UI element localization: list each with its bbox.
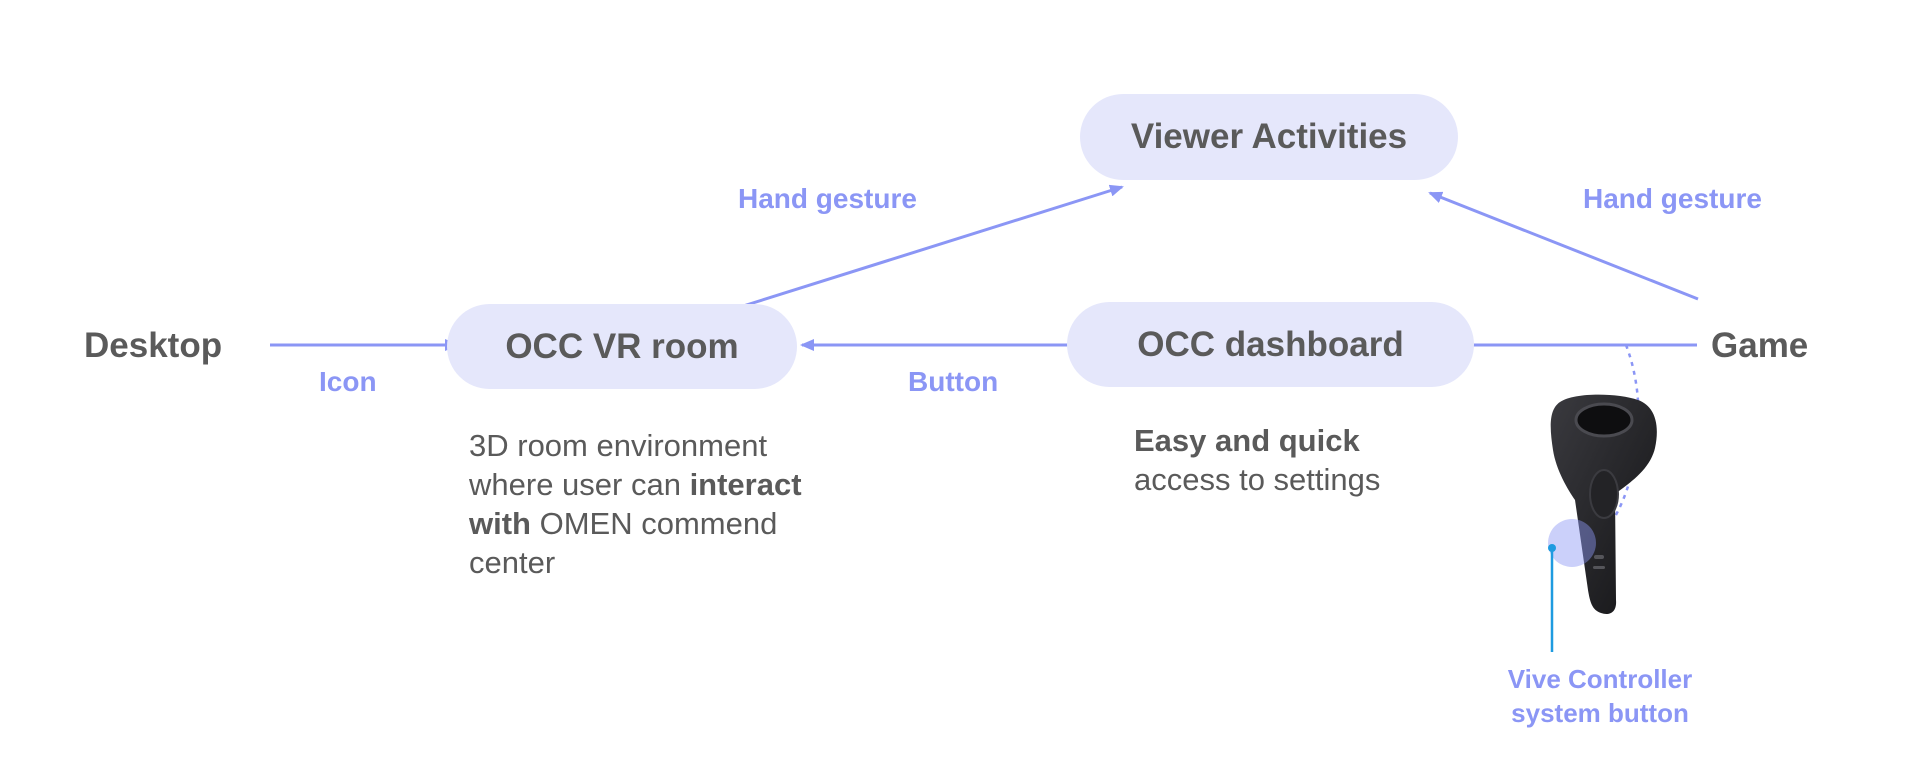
arrow-vr-room-to-viewer-activities xyxy=(739,184,1124,309)
dashboard-description-emphasis: Easy and quick xyxy=(1134,423,1360,458)
vive-controller-icon xyxy=(1548,394,1657,614)
dashboard-description: Easy and quick access to settings xyxy=(1134,421,1464,499)
dashboard-description-text: access to settings xyxy=(1134,462,1381,497)
edge-label-button: Button xyxy=(908,366,999,397)
vr-room-description-text: 3D room environment where user can xyxy=(469,428,768,502)
vr-room-description: 3D room environment where user can inter… xyxy=(469,426,839,582)
endpoint-desktop: Desktop xyxy=(84,326,223,365)
controller-callout: Vive Controller system button xyxy=(1480,662,1720,730)
vr-room-description-emphasis: interact with xyxy=(469,467,802,541)
node-occ-vr-room: OCC VR room xyxy=(447,304,797,389)
node-viewer-activities: Viewer Activities xyxy=(1080,94,1458,180)
node-occ-dashboard: OCC dashboard xyxy=(1067,302,1474,387)
system-button-marker xyxy=(1548,544,1556,552)
edge-label-icon: Icon xyxy=(319,366,377,397)
controller-callout-line2: system button xyxy=(1511,698,1689,728)
edge-label-hand-gesture-left: Hand gesture xyxy=(738,183,917,214)
vr-room-description-text-end: OMEN commend center xyxy=(469,506,778,580)
endpoint-game: Game xyxy=(1711,326,1809,365)
controller-callout-line1: Vive Controller xyxy=(1507,664,1693,694)
edge-label-hand-gesture-right: Hand gesture xyxy=(1583,183,1762,214)
arrow-game-to-viewer-activities xyxy=(1428,191,1699,301)
